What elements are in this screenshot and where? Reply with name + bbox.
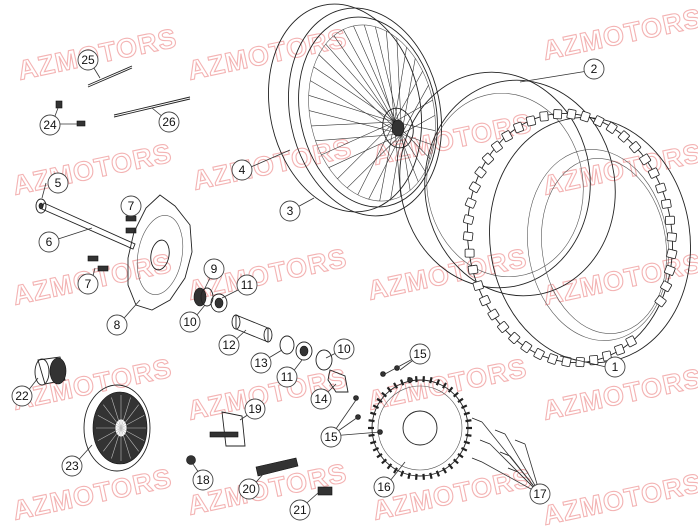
- svg-text:19: 19: [248, 402, 262, 416]
- callout-21: 21: [289, 499, 311, 521]
- callout-10: 10: [179, 311, 201, 333]
- callout-8: 8: [106, 314, 128, 336]
- watermark: AZMOTORS: [185, 23, 350, 86]
- sprocket-teeth: [368, 376, 472, 480]
- inner-tube: [399, 71, 616, 297]
- svg-text:15: 15: [413, 347, 427, 361]
- callout-6: 6: [38, 231, 60, 253]
- svg-text:2: 2: [591, 62, 598, 76]
- svg-text:17: 17: [533, 487, 547, 501]
- axle-and-disc: [35, 194, 193, 311]
- watermark: AZMOTORS: [365, 243, 530, 306]
- part-callouts: 1 2 3 4 5 6 7 7 8 9 10 10 11 11 12 13 14…: [11, 49, 626, 521]
- watermark: AZMOTORS: [15, 23, 180, 86]
- callout-16: 16: [373, 476, 395, 498]
- svg-text:11: 11: [281, 370, 294, 384]
- svg-text:6: 6: [46, 235, 53, 249]
- callout-13: 13: [250, 352, 272, 374]
- chain-parts: [186, 411, 333, 496]
- svg-text:23: 23: [65, 459, 79, 473]
- callout-9: 9: [203, 258, 225, 280]
- svg-text:26: 26: [162, 115, 176, 129]
- callout-24: 24: [39, 114, 61, 136]
- callout-14: 14: [310, 388, 332, 410]
- svg-text:12: 12: [222, 338, 236, 352]
- svg-text:4: 4: [239, 163, 246, 177]
- svg-text:15: 15: [324, 430, 338, 444]
- svg-text:13: 13: [254, 356, 268, 370]
- svg-text:8: 8: [114, 318, 121, 332]
- svg-text:1: 1: [612, 360, 619, 374]
- watermark: AZMOTORS: [540, 468, 698, 527]
- svg-text:10: 10: [183, 315, 197, 329]
- callout-12: 12: [218, 334, 240, 356]
- callout-10: 10: [333, 338, 355, 360]
- svg-text:3: 3: [287, 204, 294, 218]
- svg-text:22: 22: [15, 389, 29, 403]
- tyre: [462, 108, 691, 368]
- svg-text:21: 21: [293, 503, 307, 517]
- watermark: AZMOTORS: [10, 463, 175, 526]
- callout-18: 18: [192, 469, 214, 491]
- svg-text:18: 18: [196, 473, 210, 487]
- svg-text:14: 14: [314, 392, 328, 406]
- watermark: AZMOTORS: [540, 138, 698, 201]
- svg-text:20: 20: [242, 482, 256, 496]
- callout-2: 2: [583, 58, 605, 80]
- callout-26: 26: [158, 111, 180, 133]
- callout-25: 25: [77, 49, 99, 71]
- svg-text:7: 7: [128, 199, 135, 213]
- svg-text:25: 25: [81, 53, 95, 67]
- callout-5: 5: [47, 172, 69, 194]
- watermark: AZMOTORS: [10, 353, 175, 416]
- svg-text:5: 5: [55, 176, 62, 190]
- callout-11: 11: [236, 274, 258, 296]
- svg-text:7: 7: [85, 277, 92, 291]
- svg-text:10: 10: [337, 342, 351, 356]
- callout-7: 7: [77, 273, 99, 295]
- watermark: AZMOTORS: [365, 353, 530, 416]
- callout-19: 19: [244, 398, 266, 420]
- mini-wheel: [83, 384, 151, 472]
- callout-11: 11: [276, 366, 298, 388]
- cush-drive: [34, 356, 67, 386]
- watermark: AZMOTORS: [540, 3, 698, 66]
- watermark: AZMOTORS: [10, 138, 175, 201]
- callout-15: 15: [409, 343, 431, 365]
- callout-4: 4: [231, 159, 253, 181]
- svg-text:9: 9: [211, 262, 218, 276]
- callout-20: 20: [238, 478, 260, 500]
- tyre-knobs: [462, 108, 678, 368]
- rear-sprocket: [353, 365, 526, 480]
- callout-17: 17: [529, 483, 551, 505]
- callout-23: 23: [61, 455, 83, 477]
- watermark: AZMOTORS: [190, 133, 355, 196]
- callout-7: 7: [120, 195, 142, 217]
- callout-15: 15: [320, 426, 342, 448]
- callout-3: 3: [279, 200, 301, 222]
- svg-text:24: 24: [43, 118, 57, 132]
- callout-22: 22: [11, 385, 33, 407]
- bearings-and-spacers: [193, 287, 349, 393]
- spokes: [308, 24, 436, 202]
- callout-1: 1: [604, 356, 626, 378]
- svg-text:16: 16: [377, 480, 391, 494]
- rim-assembly: [268, 3, 442, 217]
- svg-text:11: 11: [241, 278, 254, 292]
